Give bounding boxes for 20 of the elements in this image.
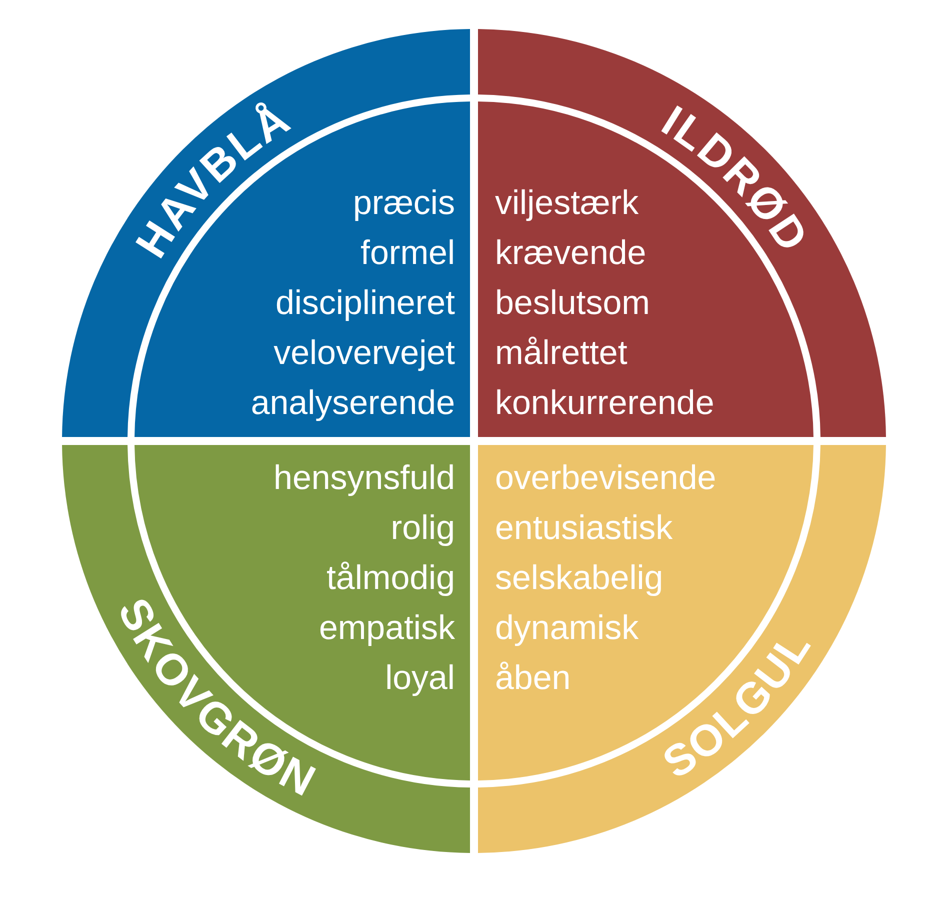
- trait-word: formel: [360, 233, 455, 274]
- trait-word: velovervejet: [274, 333, 455, 374]
- trait-word: empatisk: [318, 608, 455, 649]
- trait-word: hensynsfuld: [274, 458, 455, 499]
- trait-word: rolig: [390, 508, 455, 549]
- trait-word: overbevisende: [495, 458, 716, 499]
- trait-word: analyserende: [250, 383, 455, 424]
- trait-word: målrettet: [495, 333, 628, 374]
- trait-word: dynamisk: [495, 608, 639, 649]
- trait-word: disciplineret: [275, 283, 455, 324]
- trait-word: loyal: [385, 658, 455, 699]
- trait-word: tålmodig: [326, 558, 455, 599]
- trait-word: konkurrerende: [495, 383, 714, 424]
- trait-word: præcis: [352, 183, 455, 224]
- trait-word: viljestærk: [495, 183, 639, 224]
- trait-word: krævende: [495, 233, 646, 274]
- trait-word: åben: [495, 658, 571, 699]
- trait-word: entusiastisk: [495, 508, 673, 549]
- trait-word: selskabelig: [495, 558, 664, 599]
- trait-word: beslutsom: [495, 283, 650, 324]
